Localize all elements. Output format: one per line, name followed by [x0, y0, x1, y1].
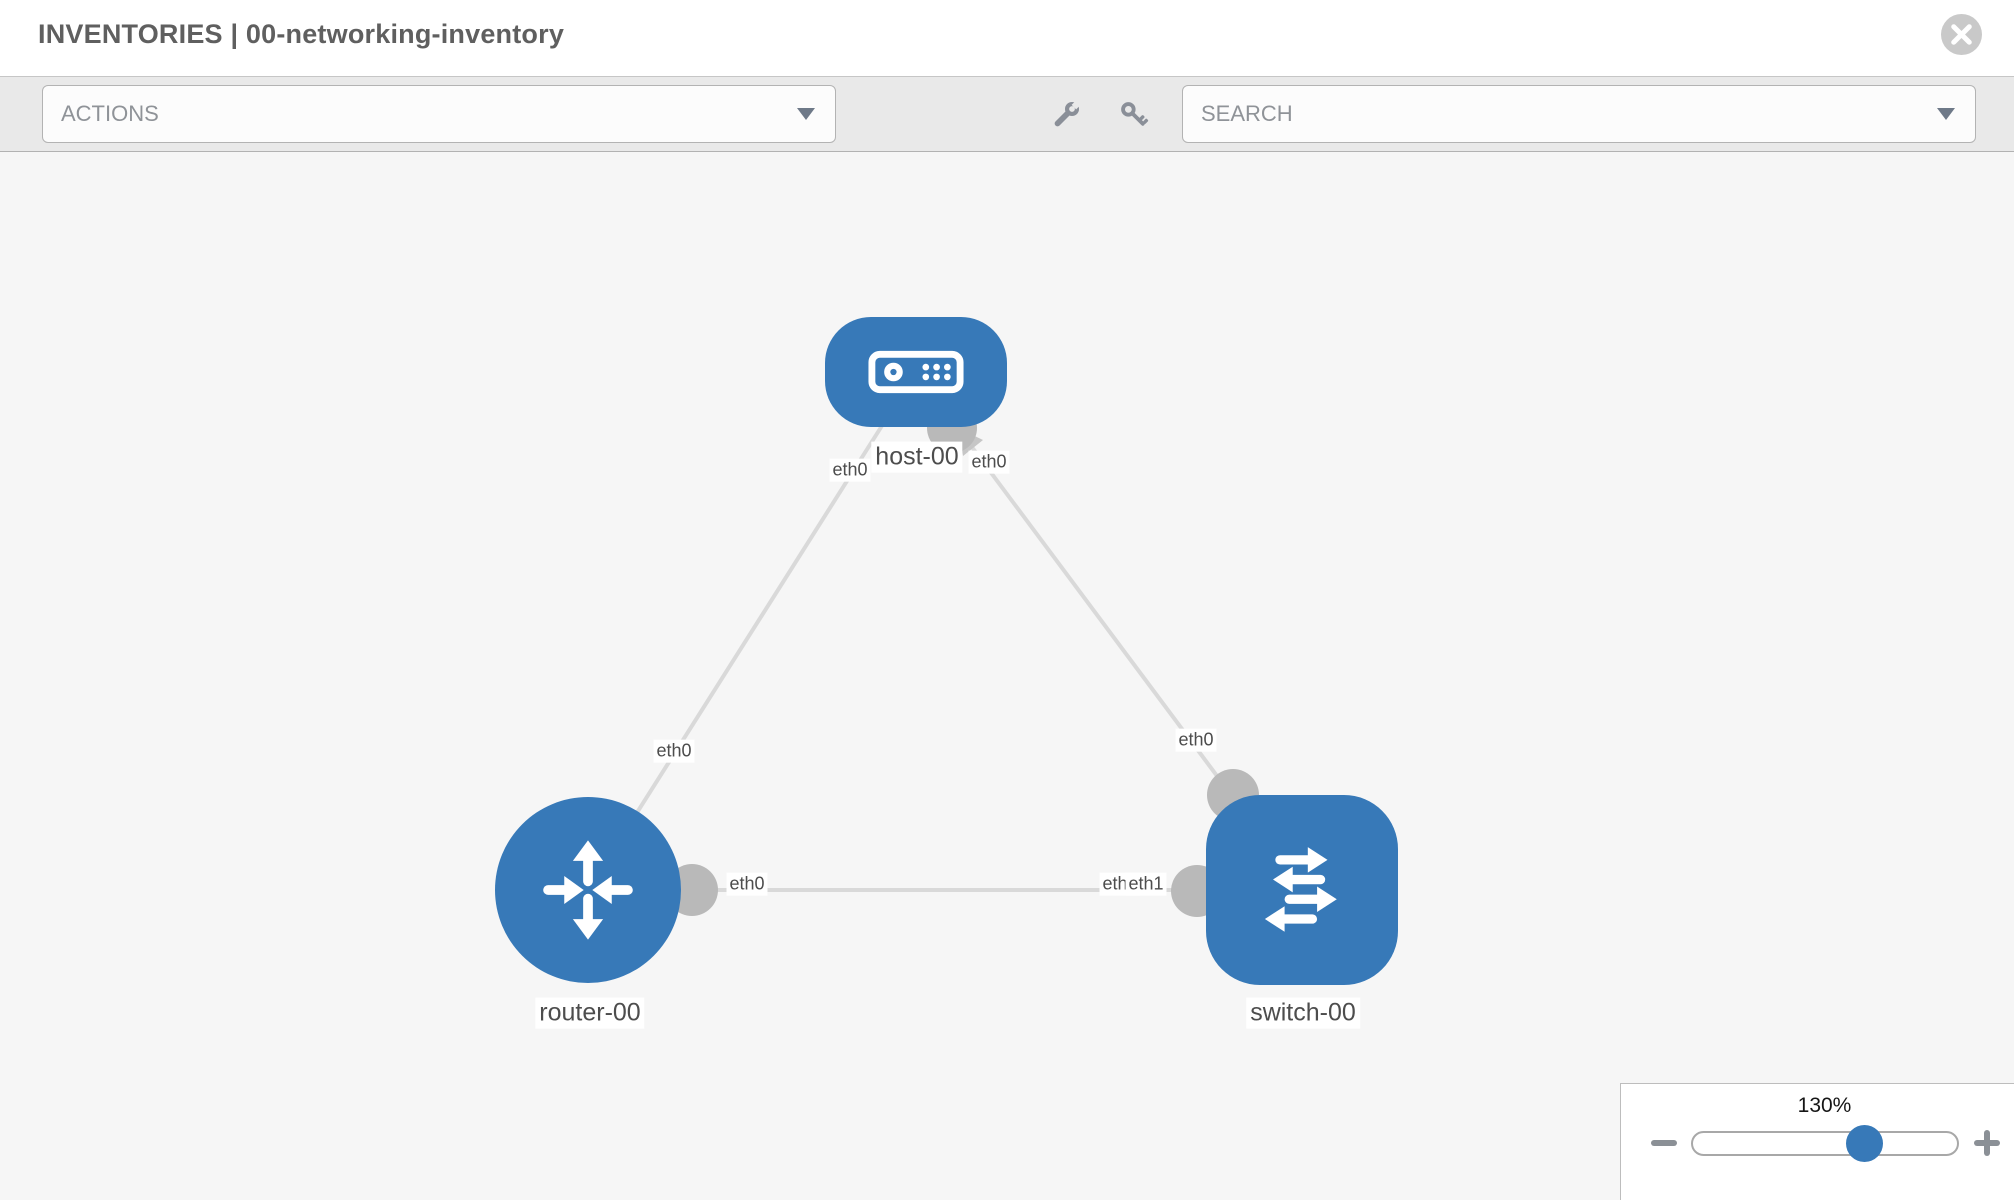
iface-label-host-eth0-right: eth0 — [968, 450, 1010, 474]
host-icon — [868, 350, 964, 394]
zoom-panel: 130% — [1620, 1083, 2014, 1200]
configure-tool-button[interactable] — [1048, 97, 1084, 133]
link-host-router — [586, 370, 918, 892]
node-router-00[interactable] — [495, 797, 681, 983]
page-title: INVENTORIES | 00-networking-inventory — [38, 19, 565, 49]
zoom-slider-handle[interactable] — [1846, 1125, 1883, 1162]
zoom-out-button[interactable] — [1651, 1140, 1677, 1146]
topology-canvas[interactable]: host-00 router-00 switch-00 eth0 eth0 et… — [0, 152, 2014, 1200]
router-icon — [543, 840, 633, 940]
iface-label-host-eth0-left: eth0 — [829, 458, 871, 482]
chevron-down-icon — [1937, 108, 1955, 120]
iface-label-switch-eth0-top: eth0 — [1175, 728, 1217, 752]
iface-label-router-eth0-top: eth0 — [653, 739, 695, 763]
iface-label-switch-eth1: eth1 — [1125, 872, 1167, 896]
toolbar: ACTIONS — [0, 76, 2014, 152]
close-icon — [1951, 24, 1972, 45]
topology-links-layer — [586, 370, 1304, 917]
close-button[interactable] — [1941, 14, 1982, 55]
zoom-in-button[interactable] — [1974, 1130, 2000, 1156]
node-label-host: host-00 — [871, 441, 963, 473]
node-label-switch: switch-00 — [1246, 997, 1360, 1029]
actions-dropdown[interactable]: ACTIONS — [42, 85, 836, 143]
node-label-router: router-00 — [535, 997, 645, 1029]
key-icon — [1121, 102, 1149, 126]
search-input[interactable] — [1201, 101, 1937, 127]
header: INVENTORIES | 00-networking-inventory — [0, 0, 2014, 76]
switch-icon — [1264, 847, 1337, 932]
zoom-level: 130% — [1797, 1094, 1852, 1117]
search-dropdown[interactable] — [1182, 85, 1976, 143]
zoom-slider-track[interactable] — [1691, 1131, 1959, 1156]
iface-label-router-eth0: eth0 — [726, 872, 768, 896]
node-switch-00[interactable] — [1206, 795, 1398, 985]
node-host-00[interactable] — [825, 317, 1007, 427]
credentials-tool-button[interactable] — [1116, 97, 1152, 133]
wrench-icon — [1054, 98, 1083, 127]
actions-dropdown-label: ACTIONS — [61, 101, 159, 126]
chevron-down-icon — [797, 108, 815, 120]
